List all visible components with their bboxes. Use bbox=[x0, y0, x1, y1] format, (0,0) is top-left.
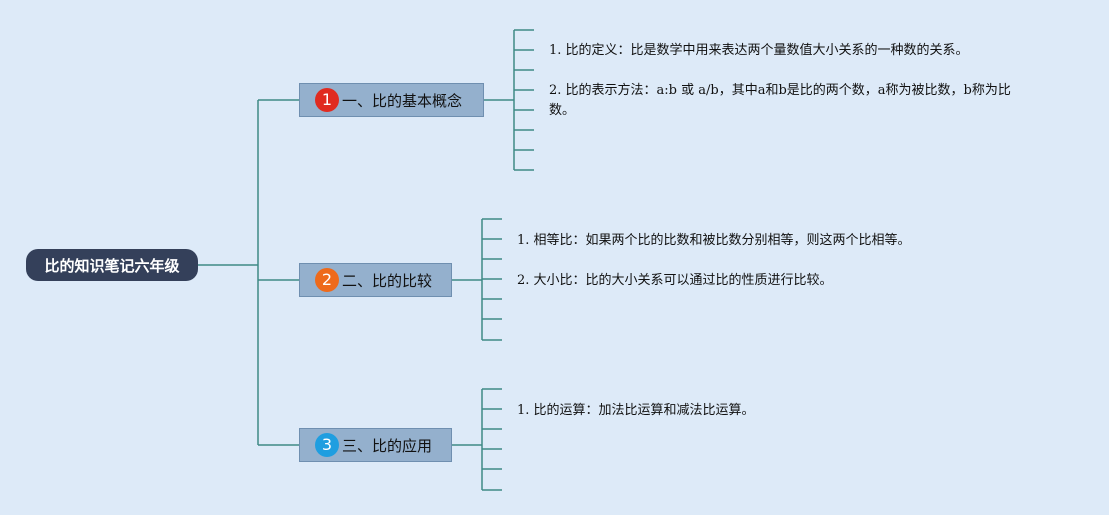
branch-ratio-comparison[interactable]: 2 二、比的比较 bbox=[299, 263, 452, 297]
leaf-ratio-size: 2. 大小比：比的大小关系可以通过比的性质进行比较。 bbox=[517, 273, 833, 288]
branch-ratio-application[interactable]: 3 三、比的应用 bbox=[299, 428, 452, 462]
leaf-ratio-operations: 1. 比的运算：加法比运算和减法比运算。 bbox=[517, 403, 755, 418]
branch-label: 一、比的基本概念 bbox=[342, 91, 463, 110]
leaf-ratio-notation: 2. 比的表示方法：a:b 或 a/b，其中a和b是比的两个数，a称为被比数，b… bbox=[549, 83, 1011, 118]
branch-label: 三、比的应用 bbox=[342, 436, 433, 455]
root-label: 比的知识笔记六年级 bbox=[44, 256, 180, 275]
leaf-equal-ratio: 1. 相等比：如果两个比的比数和被比数分别相等，则这两个比相等。 bbox=[517, 233, 911, 248]
branch-basic-concepts[interactable]: 1 一、比的基本概念 bbox=[299, 83, 484, 117]
number-badge-1: 1 bbox=[315, 88, 339, 112]
leaf-ratio-definition: 1. 比的定义：比是数学中用来表达两个量数值大小关系的一种数的关系。 bbox=[549, 43, 969, 58]
root-node[interactable]: 比的知识笔记六年级 bbox=[26, 249, 198, 281]
branch-label: 二、比的比较 bbox=[342, 271, 433, 290]
number-badge-2: 2 bbox=[315, 268, 339, 292]
number-badge-3: 3 bbox=[315, 433, 339, 457]
